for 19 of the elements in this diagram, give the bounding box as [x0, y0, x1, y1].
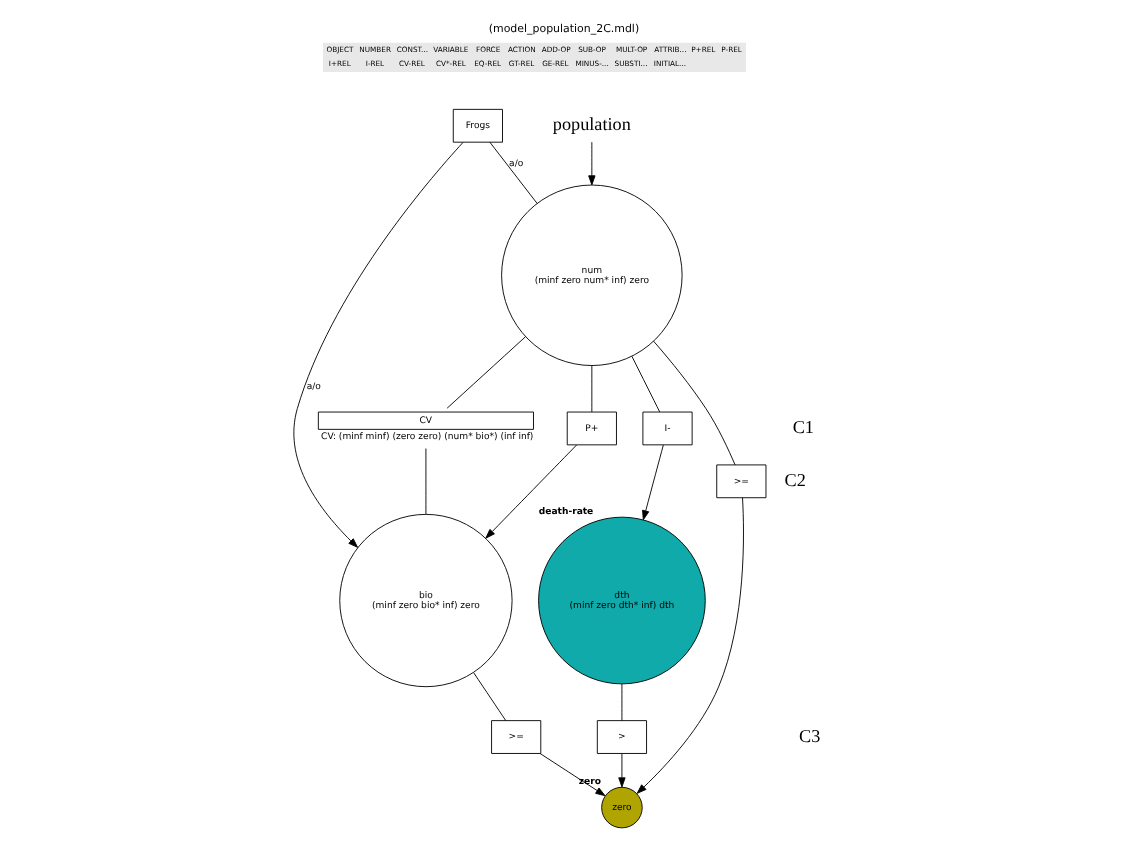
arrow [292, 142, 463, 548]
arrow [641, 444, 663, 521]
connector [424, 448, 426, 515]
arrow [587, 141, 595, 186]
connector [620, 683, 622, 721]
connector [652, 340, 735, 466]
label: C3 [798, 725, 820, 746]
connector [472, 672, 506, 721]
label: C2 [783, 469, 805, 490]
connector [445, 336, 525, 409]
arrow [484, 444, 576, 539]
node-text: population [551, 114, 630, 135]
arrow [617, 753, 625, 788]
connector [630, 355, 660, 413]
arrow [635, 497, 743, 794]
label: C1 [791, 417, 813, 437]
arrow [538, 753, 605, 797]
connector [488, 141, 537, 204]
connector [590, 365, 592, 413]
